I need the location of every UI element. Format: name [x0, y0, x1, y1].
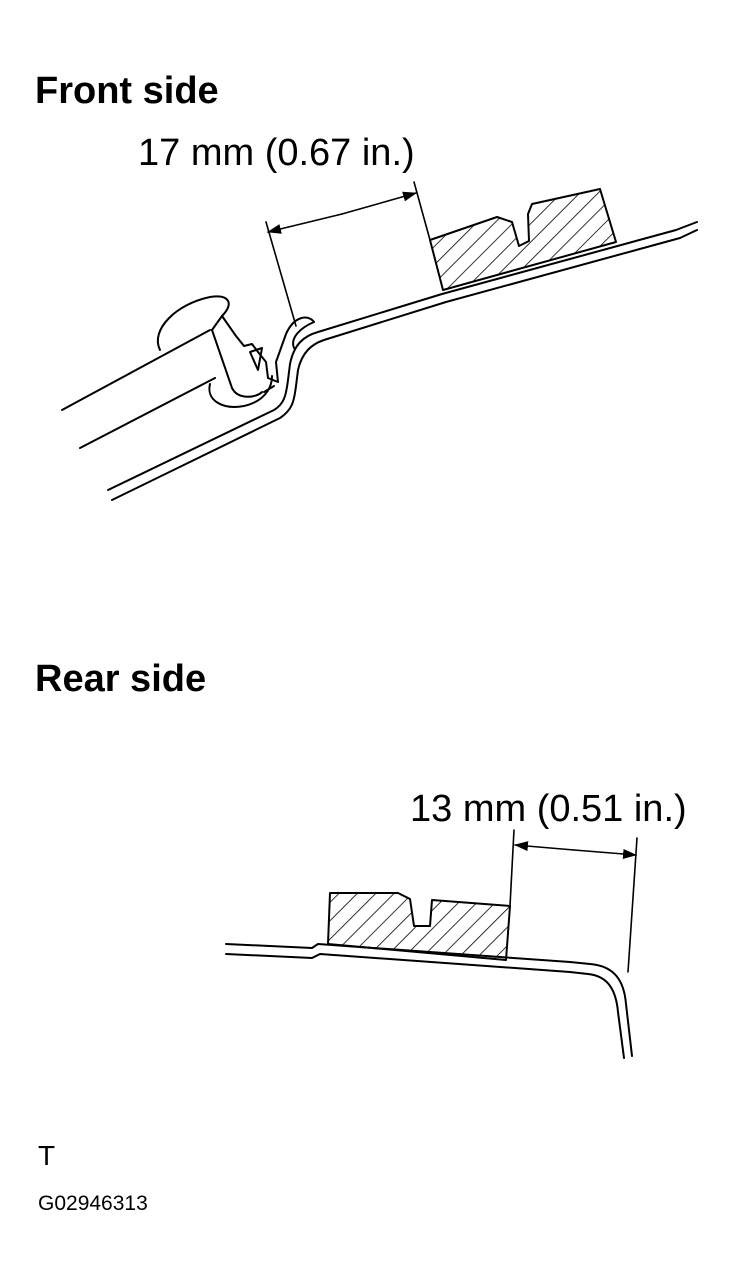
rear-dimension-label: 13 mm (0.51 in.): [410, 788, 687, 830]
front-body-panel: [107, 221, 698, 501]
rear-body-panel: [225, 943, 633, 1059]
front-diagram: [61, 181, 698, 501]
rear-diagram: [225, 829, 638, 1059]
rear-dimension: [509, 829, 638, 973]
figure-marker: T: [38, 1140, 56, 1171]
figure-code: G02946313: [38, 1192, 148, 1215]
front-side-heading: Front side: [35, 70, 219, 112]
front-dimension: [265, 181, 431, 327]
front-molding: [157, 295, 315, 408]
front-glass-panel: [61, 329, 216, 449]
rear-side-heading: Rear side: [35, 658, 207, 700]
front-adhesive-block: [429, 188, 617, 291]
rear-adhesive-block: [327, 892, 511, 961]
front-dimension-label: 17 mm (0.67 in.): [138, 132, 415, 174]
